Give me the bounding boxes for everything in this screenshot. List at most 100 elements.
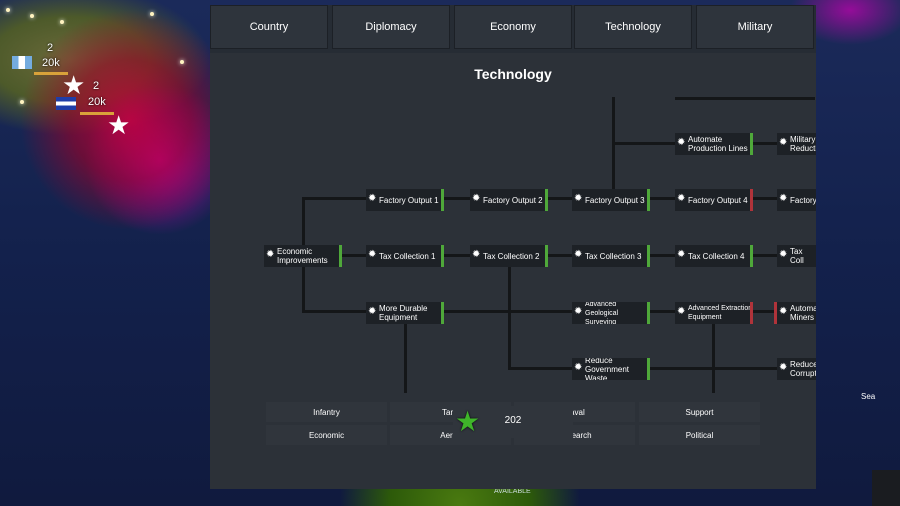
gear-icon: ✹ bbox=[472, 193, 481, 204]
city-light bbox=[60, 20, 64, 24]
gear-icon: ✹ bbox=[368, 193, 377, 204]
tech-node-reduce-government-waste[interactable]: ✹ Reduce Government Waste bbox=[572, 358, 650, 380]
tech-node-label: Tax Collection 3 bbox=[585, 251, 642, 261]
tab-country[interactable]: Country bbox=[210, 5, 328, 49]
tech-node-label: Factory Output 4 bbox=[688, 195, 748, 205]
category-economic-button[interactable]: Economic bbox=[266, 425, 387, 445]
researched-indicator bbox=[647, 245, 650, 267]
research-points-display: ★ 202 bbox=[453, 406, 573, 438]
city-light bbox=[30, 14, 34, 18]
researched-indicator bbox=[441, 245, 444, 267]
gear-icon: ✹ bbox=[368, 306, 377, 317]
tech-node-tax-collection-2[interactable]: ✹ Tax Collection 2 bbox=[470, 245, 548, 267]
tech-node-tax-collection-3[interactable]: ✹ Tax Collection 3 bbox=[572, 245, 650, 267]
tab-military[interactable]: Military bbox=[696, 5, 814, 49]
tech-node-economic-improvements[interactable]: ✹ Economic Improvements bbox=[264, 245, 342, 267]
tech-node-label: Tax Collection 4 bbox=[688, 251, 745, 261]
researched-indicator bbox=[647, 189, 650, 211]
category-support-button[interactable]: Support bbox=[639, 402, 760, 422]
tech-node-factory-output-1[interactable]: ✹ Factory Output 1 bbox=[366, 189, 444, 211]
tech-node-label: Factory Output 1 bbox=[379, 195, 439, 205]
researched-indicator bbox=[339, 245, 342, 267]
research-star-icon: ★ bbox=[455, 406, 481, 437]
panel-title: Technology bbox=[474, 66, 552, 82]
tree-connector bbox=[750, 142, 780, 145]
gear-icon: ✹ bbox=[574, 362, 583, 373]
tree-connector bbox=[302, 310, 816, 313]
tech-node-more-durable-equipment[interactable]: ✹ More Durable Equipment bbox=[366, 302, 444, 324]
researched-indicator bbox=[750, 133, 753, 155]
tech-node-automa-miners[interactable]: ✹ Automa Miners bbox=[774, 302, 816, 324]
tech-node-advanced-extraction-equipment[interactable]: ✹ Advanced Extraction Equipment bbox=[675, 302, 753, 324]
tech-node-factory-output-2[interactable]: ✹ Factory Output 2 bbox=[470, 189, 548, 211]
tech-node-label: Advanced Extraction Equipment bbox=[688, 305, 753, 321]
tech-node-label: More Durable Equipment bbox=[379, 304, 428, 322]
tech-node-tax-coll[interactable]: ✹ Tax Coll bbox=[777, 245, 816, 267]
capital-star-icon[interactable]: ★ bbox=[62, 70, 86, 100]
gear-icon: ✹ bbox=[779, 362, 788, 373]
gear-icon: ✹ bbox=[574, 193, 583, 204]
country-flag[interactable] bbox=[56, 97, 76, 110]
tree-connector bbox=[612, 142, 676, 145]
gear-icon: ✹ bbox=[677, 306, 686, 317]
sea-label: Sea bbox=[861, 392, 876, 401]
tech-node-automate-production-lines[interactable]: ✹ Automate Production Lines bbox=[675, 133, 753, 155]
city-light bbox=[20, 100, 24, 104]
corner-widget[interactable] bbox=[872, 470, 900, 506]
unit-strength-label: 20k bbox=[42, 57, 60, 69]
locked-indicator bbox=[750, 189, 753, 211]
tech-node-factory-output-3[interactable]: ✹ Factory Output 3 bbox=[572, 189, 650, 211]
tree-connector bbox=[612, 97, 615, 197]
tech-node-label: Automa Miners bbox=[790, 304, 816, 322]
tech-node-label: Reduce Government Waste bbox=[585, 358, 630, 380]
gear-icon: ✹ bbox=[472, 249, 481, 260]
researched-indicator bbox=[750, 245, 753, 267]
tech-node-label: Economic Improvements bbox=[277, 247, 328, 265]
tech-node-tax-collection-4[interactable]: ✹ Tax Collection 4 bbox=[675, 245, 753, 267]
city-light bbox=[6, 8, 10, 12]
available-label: AVAILABLE bbox=[494, 488, 531, 495]
panel-tabs: Country Diplomacy Economy Technology Mil… bbox=[210, 5, 816, 49]
category-infantry-button[interactable]: Infantry bbox=[266, 402, 387, 422]
gear-icon: ✹ bbox=[266, 249, 275, 260]
tab-technology[interactable]: Technology bbox=[574, 5, 692, 49]
tree-connector bbox=[508, 254, 511, 370]
tab-diplomacy[interactable]: Diplomacy bbox=[332, 5, 450, 49]
researched-indicator bbox=[545, 189, 548, 211]
technology-panel: Country Diplomacy Economy Technology Mil… bbox=[210, 5, 816, 489]
unit-health-bar bbox=[80, 112, 114, 115]
tech-node-factory[interactable]: ✹ Factory bbox=[777, 189, 816, 211]
tab-economy[interactable]: Economy bbox=[454, 5, 572, 49]
gear-icon: ✹ bbox=[779, 137, 788, 148]
locked-indicator bbox=[774, 302, 777, 324]
country-flag[interactable] bbox=[12, 56, 32, 69]
tree-connector bbox=[508, 367, 816, 370]
research-points-value: 202 bbox=[504, 415, 522, 426]
unit-strength-label: 20k bbox=[88, 96, 106, 108]
tech-node-military-reductio[interactable]: ✹ Military Reductio bbox=[777, 133, 816, 155]
tech-node-tax-collection-1[interactable]: ✹ Tax Collection 1 bbox=[366, 245, 444, 267]
city-light bbox=[180, 60, 184, 64]
tree-connector bbox=[675, 97, 815, 100]
tree-connector bbox=[712, 313, 715, 393]
gear-icon: ✹ bbox=[574, 306, 583, 317]
tech-node-reduce-corrupt[interactable]: ✹ Reduce Corrupt bbox=[777, 358, 816, 380]
tech-node-advanced-geological-surveying[interactable]: ✹ Advanced Geological Surveying bbox=[572, 302, 650, 324]
tech-node-label: Factory Output 2 bbox=[483, 195, 543, 205]
researched-indicator bbox=[545, 245, 548, 267]
tech-node-factory-output-4[interactable]: ✹ Factory Output 4 bbox=[675, 189, 753, 211]
capital-star-icon[interactable]: ★ bbox=[107, 110, 131, 140]
category-political-button[interactable]: Political bbox=[639, 425, 760, 445]
tech-node-label: Advanced Geological Surveying bbox=[585, 302, 619, 324]
tech-node-label: Factory Output 3 bbox=[585, 195, 645, 205]
locked-indicator bbox=[750, 302, 753, 324]
tree-connector bbox=[404, 313, 407, 393]
gear-icon: ✹ bbox=[677, 137, 686, 148]
gear-icon: ✹ bbox=[574, 249, 583, 260]
tech-node-label: Tax Collection 2 bbox=[483, 251, 540, 261]
tech-node-label: Tax Collection 1 bbox=[379, 251, 436, 261]
gear-icon: ✹ bbox=[779, 249, 788, 260]
city-light bbox=[150, 12, 154, 16]
tech-tree[interactable]: ✹ Automate Production Lines ✹ Military R… bbox=[210, 53, 816, 393]
gear-icon: ✹ bbox=[368, 249, 377, 260]
